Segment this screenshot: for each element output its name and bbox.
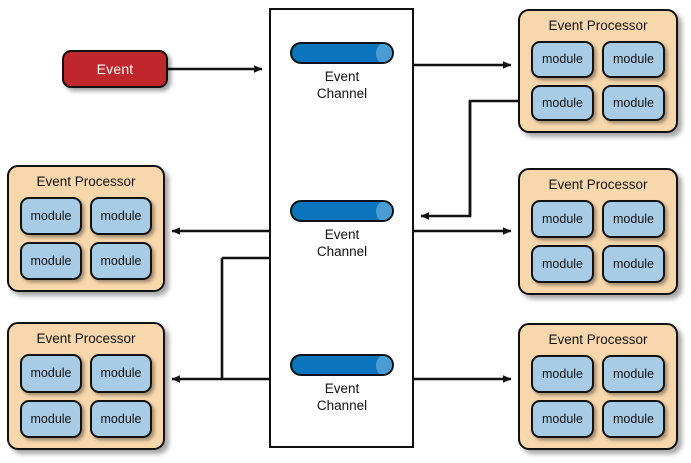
- event-channel-3-label-line2: Channel: [316, 398, 368, 413]
- module-item[interactable]: module: [531, 200, 594, 238]
- module-item[interactable]: module: [602, 245, 665, 283]
- processor-bottom-left[interactable]: Event Processor module module module mod…: [7, 322, 165, 450]
- event-channel-3-label: Event Channel: [272, 380, 412, 414]
- module-grid: module module module module: [531, 355, 665, 438]
- module-item[interactable]: module: [20, 242, 82, 280]
- event-channel-1-label-line1: Event: [324, 69, 360, 84]
- event-channel-2-label: Event Channel: [272, 226, 412, 260]
- connector-processor-top-right-to-channel-2: [420, 99, 518, 220]
- module-item[interactable]: module: [531, 84, 594, 121]
- module-item[interactable]: module: [602, 200, 665, 238]
- module-grid: module module module module: [20, 354, 152, 438]
- channel-pipe-icon: [290, 354, 394, 376]
- module-item[interactable]: module: [90, 242, 152, 280]
- module-item[interactable]: module: [90, 354, 152, 393]
- event-channel-2-label-line1: Event: [324, 227, 360, 242]
- processor-middle-right[interactable]: Event Processor module module module mod…: [518, 168, 678, 295]
- event-source-box[interactable]: Event: [62, 50, 168, 88]
- pipe-end-cap-icon: [376, 202, 392, 220]
- event-channel-1-label-line2: Channel: [316, 86, 368, 101]
- module-item[interactable]: module: [602, 355, 665, 393]
- processor-middle-left[interactable]: Event Processor module module module mod…: [7, 165, 165, 292]
- module-item[interactable]: module: [602, 400, 665, 438]
- module-item[interactable]: module: [602, 84, 665, 121]
- processor-title: Event Processor: [548, 177, 648, 192]
- event-channel-2-label-line2: Channel: [316, 244, 368, 259]
- module-item[interactable]: module: [90, 197, 152, 235]
- module-item[interactable]: module: [90, 399, 152, 438]
- module-item[interactable]: module: [20, 399, 82, 438]
- module-item[interactable]: module: [531, 400, 594, 438]
- processor-title: Event Processor: [548, 18, 648, 33]
- processor-top-right[interactable]: Event Processor module module module mod…: [518, 9, 678, 133]
- module-grid: module module module module: [531, 200, 665, 283]
- module-item[interactable]: module: [20, 197, 82, 235]
- event-channel-1-label: Event Channel: [272, 68, 412, 102]
- channel-pipe-icon: [290, 42, 394, 64]
- module-item[interactable]: module: [531, 355, 594, 393]
- module-item[interactable]: module: [531, 245, 594, 283]
- module-item[interactable]: module: [531, 41, 594, 78]
- processor-title: Event Processor: [36, 331, 136, 346]
- module-grid: module module module module: [531, 41, 665, 121]
- module-grid: module module module module: [20, 197, 152, 280]
- event-source-label: Event: [96, 61, 134, 77]
- module-item[interactable]: module: [602, 41, 665, 78]
- processor-title: Event Processor: [36, 174, 136, 189]
- channel-pipe-icon: [290, 200, 394, 222]
- processor-bottom-right[interactable]: Event Processor module module module mod…: [518, 323, 678, 450]
- module-item[interactable]: module: [20, 354, 82, 393]
- pipe-end-cap-icon: [376, 44, 392, 62]
- processor-title: Event Processor: [548, 332, 648, 347]
- event-channel-3-label-line1: Event: [324, 381, 360, 396]
- pipe-end-cap-icon: [376, 356, 392, 374]
